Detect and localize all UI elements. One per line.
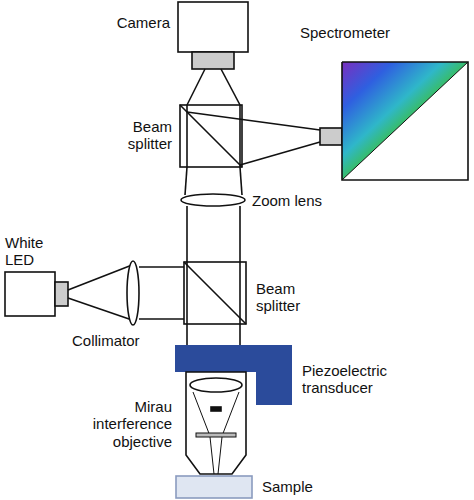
beam-ray: [222, 392, 239, 436]
beam-ray: [239, 206, 241, 262]
instrument-label: White LED: [5, 234, 65, 269]
objective-housing: [186, 372, 246, 474]
beam-ray: [186, 105, 188, 167]
beam-ray: [187, 112, 320, 130]
beam-ray: [185, 167, 187, 195]
reference-mirror: [211, 407, 221, 411]
beam-ray: [186, 206, 188, 262]
collimator-lens: [127, 261, 139, 325]
splitter-diagonal: [180, 105, 242, 167]
beam-ray: [239, 105, 241, 167]
component-label: Beam splitter: [110, 118, 172, 153]
beam-ray: [186, 262, 188, 345]
beam-ray: [240, 167, 242, 195]
beam-ray: [187, 69, 205, 105]
beam-ray: [139, 318, 184, 320]
spectrometer-body: [342, 62, 468, 180]
beam-ray: [139, 266, 184, 268]
beam-ray: [240, 142, 320, 165]
camera-body: [178, 2, 248, 52]
spectrum-prism: [342, 62, 468, 180]
objective-lens: [190, 378, 242, 392]
beam-ray: [68, 298, 132, 320]
component-label: Sample: [262, 478, 342, 495]
spectrometer-port: [320, 128, 342, 145]
component-label: Piezoelectric transducer: [302, 362, 417, 397]
zoom-lens: [181, 194, 245, 206]
beam-ray: [193, 392, 210, 436]
instrument-label: Spectrometer: [300, 24, 430, 41]
beam-ray: [68, 265, 132, 290]
beam-ray: [221, 69, 240, 105]
component-label: Mirau interference objective: [58, 398, 172, 450]
led-emitter: [55, 282, 68, 306]
beam-ray: [210, 437, 214, 474]
beam-ray: [239, 262, 241, 345]
beam-splitter-cube: [184, 262, 246, 324]
led-body: [5, 272, 55, 316]
component-label: Zoom lens: [252, 192, 352, 209]
spectrum-edge: [342, 62, 468, 180]
instrument-label: Camera: [90, 14, 170, 31]
splitter-diagonal: [184, 262, 246, 324]
beam-splitter-cube: [180, 105, 242, 167]
beam-splitter-plate: [196, 433, 236, 437]
component-label: Collimator: [72, 332, 167, 349]
beam-ray: [218, 437, 222, 474]
component-label: Beam splitter: [256, 280, 326, 315]
sample-slab: [176, 476, 252, 498]
camera-lens-mount: [192, 52, 234, 69]
